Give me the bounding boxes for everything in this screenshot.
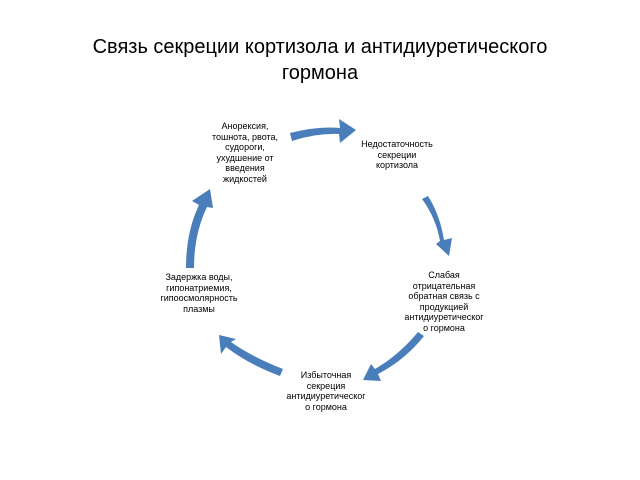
cycle-node-anorexia: Анорексия, тошнота, рвота, судороги, уху… (211, 121, 279, 184)
title-line-1: Связь секреции кортизола и антидиуретиче… (92, 36, 548, 58)
slide-title: Связь секреции кортизола и антидиуретиче… (40, 34, 600, 86)
cycle-arrow-water-retention-to-anorexia (186, 189, 213, 268)
cycle-arrow-deficiency-to-weak-feedback (422, 196, 452, 256)
cycle-node-cortisol-deficiency: Недостаточность секреции кортизола (361, 139, 433, 170)
cycle-node-water-retention: Задержка воды, гипонатриемия, гипоосмоля… (160, 272, 238, 314)
cycle-arrow-anorexia-to-deficiency (290, 119, 356, 143)
cycle-node-weak-feedback: Слабая отрицательная обратная связь с пр… (404, 270, 484, 333)
title-line-2: гормона (281, 62, 359, 84)
cycle-arrow-weak-feedback-to-adh-excess (363, 332, 424, 381)
cycle-arrow-adh-excess-to-water-retention (219, 335, 283, 376)
cycle-node-adh-excess: Избыточная секреция антидиуретическог о … (286, 370, 366, 412)
